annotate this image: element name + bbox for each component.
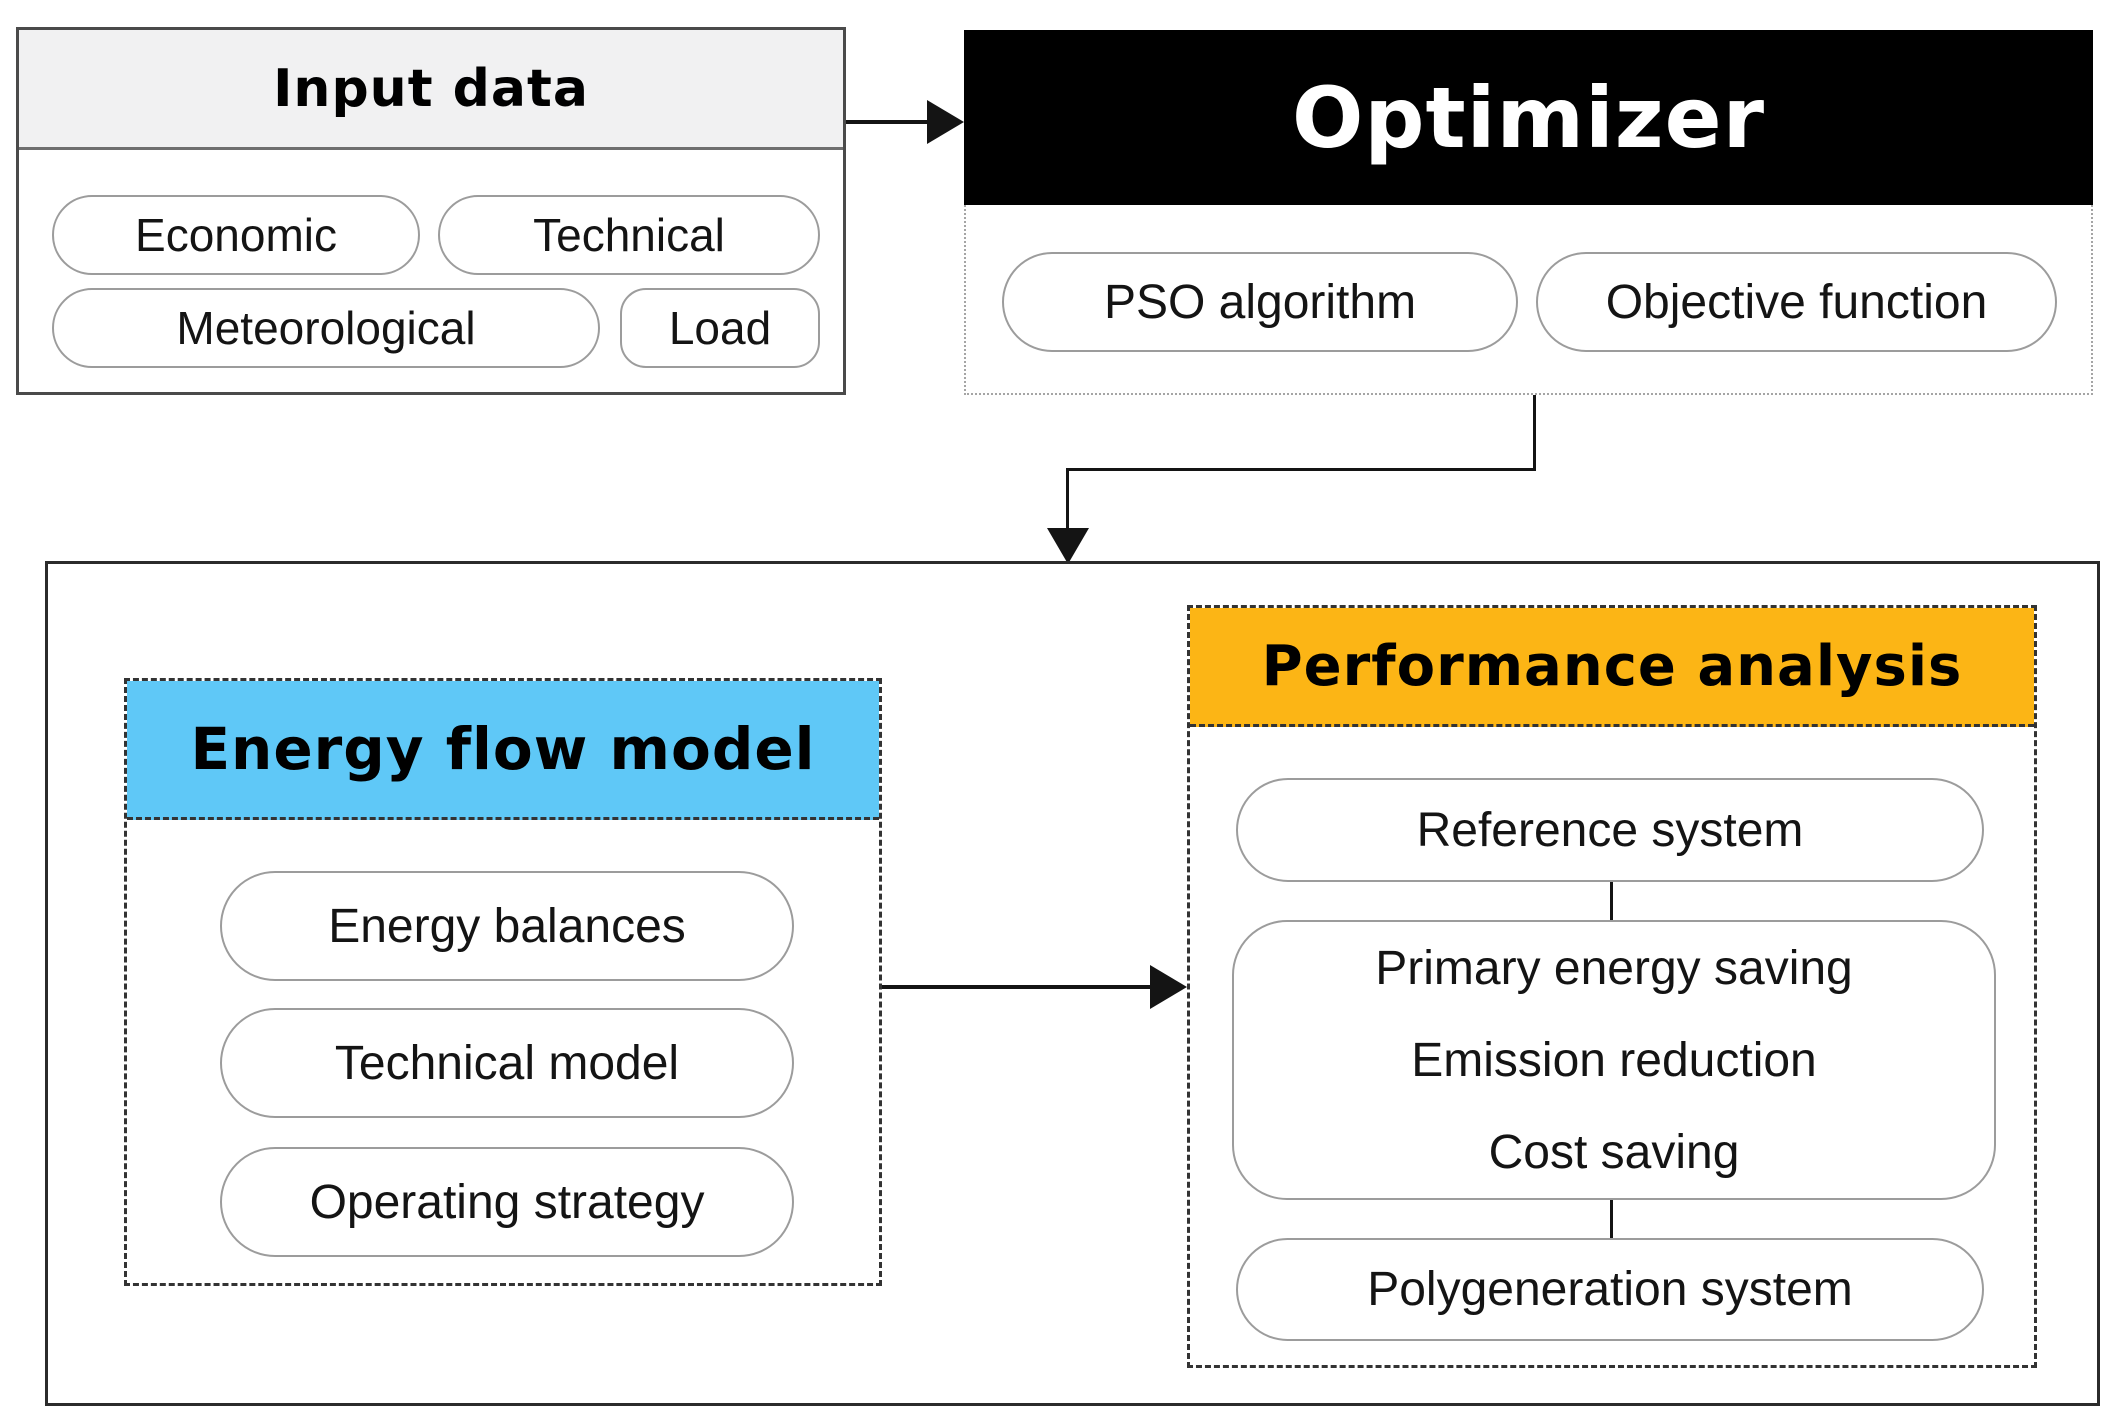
pill-economic: Economic (52, 195, 420, 275)
metric-cost-saving: Cost saving (1488, 1125, 1740, 1179)
pill-reference-system: Reference system (1236, 778, 1984, 882)
connector-metrics-to-polygeneration (1610, 1200, 1613, 1238)
optimizer-box: Optimizer PSO algorithm Objective functi… (964, 30, 2093, 395)
optimizer-title: Optimizer (1291, 68, 1766, 167)
pill-meteorological: Meteorological (52, 288, 600, 368)
pill-objective-function: Objective function (1536, 252, 2057, 352)
pill-pso-algorithm: PSO algorithm (1002, 252, 1518, 352)
energy-flow-model-header: Energy flow model (127, 681, 879, 820)
metric-primary-energy-saving: Primary energy saving (1375, 941, 1853, 995)
pill-technical-label: Technical (533, 209, 725, 261)
performance-analysis-box: Performance analysis Reference system Pr… (1187, 605, 2037, 1368)
arrow-energy-to-performance-head (1150, 965, 1187, 1009)
pill-pso-algorithm-label: PSO algorithm (1103, 275, 1417, 329)
connector-optimizer-horizontal (1066, 468, 1536, 471)
connector-optimizer-head (1047, 528, 1089, 564)
pill-polygeneration-system-label: Polygeneration system (1367, 1263, 1853, 1316)
connector-optimizer-vertical-1 (1533, 395, 1536, 470)
metrics-box: Primary energy saving Emission reduction… (1232, 920, 1996, 1200)
performance-analysis-header: Performance analysis (1190, 608, 2034, 727)
input-data-box: Input data Economic Technical Meteorolog… (16, 27, 846, 395)
connector-optimizer-vertical-2 (1066, 468, 1069, 530)
input-data-title: Input data (273, 58, 589, 119)
arrow-input-to-optimizer-head (927, 100, 964, 144)
pill-operating-strategy-label: Operating strategy (309, 1175, 705, 1229)
energy-flow-model-title: Energy flow model (190, 715, 816, 783)
pill-operating-strategy: Operating strategy (220, 1147, 794, 1257)
pill-load-label: Load (668, 302, 772, 354)
energy-flow-model-box: Energy flow model Energy balances Techni… (124, 678, 882, 1286)
pill-reference-system-label: Reference system (1416, 803, 1804, 857)
pill-load: Load (620, 288, 820, 368)
pill-technical: Technical (438, 195, 820, 275)
pill-objective-function-label: Objective function (1605, 275, 1988, 329)
optimizer-header: Optimizer (964, 30, 2093, 205)
pill-technical-model: Technical model (220, 1008, 794, 1118)
performance-analysis-title: Performance analysis (1261, 633, 1963, 699)
arrow-input-to-optimizer-line (846, 120, 930, 124)
pill-energy-balances-label: Energy balances (328, 899, 686, 953)
pill-meteorological-label: Meteorological (176, 302, 476, 354)
input-data-header: Input data (19, 30, 843, 150)
pill-economic-label: Economic (135, 209, 337, 261)
pill-energy-balances: Energy balances (220, 871, 794, 981)
connector-reference-to-metrics (1610, 882, 1613, 920)
metric-emission-reduction: Emission reduction (1411, 1033, 1817, 1087)
pill-polygeneration-system: Polygeneration system (1236, 1238, 1984, 1341)
arrow-energy-to-performance-line (882, 985, 1152, 989)
pill-technical-model-label: Technical model (334, 1036, 680, 1090)
